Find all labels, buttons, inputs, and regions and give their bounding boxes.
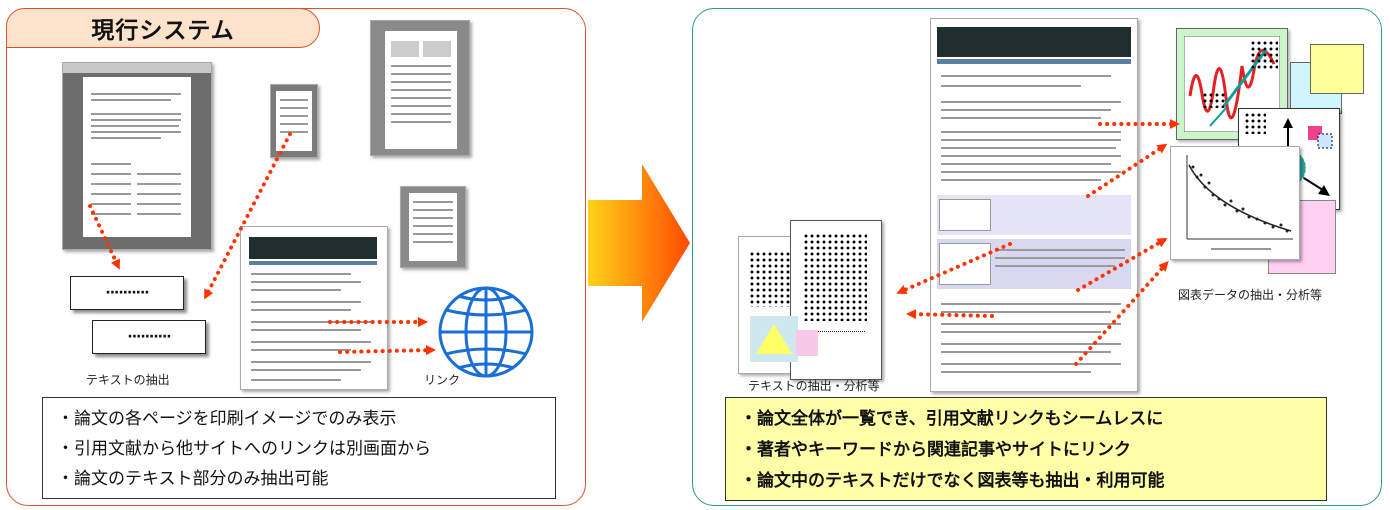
transition-arrow	[588, 164, 690, 322]
arrow-small-page-to-text	[204, 132, 292, 300]
page-thumbnail-small	[270, 84, 318, 158]
arrow-ref-to-scatter	[1074, 261, 1169, 366]
note-line: ・著者やキーワードから関連記事やサイトにリンク	[740, 440, 1131, 460]
text-extraction-caption: テキストの抽出	[86, 373, 170, 387]
current-system-notes: ・論文の各ページを印刷イメージでのみ表示 ・引用文献から他サイトへのリンクは別画…	[42, 397, 556, 499]
scatter-plot-thumbnail	[1170, 146, 1300, 260]
note-line: ・引用文献から他サイトへのリンクは別画面から	[57, 439, 431, 459]
web-page-thumbnail	[240, 226, 388, 390]
chart-analysis-caption: 図表データの抽出・分析等	[1178, 288, 1323, 302]
globe-icon	[438, 286, 534, 378]
page-thumbnail-right	[400, 186, 466, 268]
extracted-text-chip-1: ··········	[70, 276, 184, 310]
arrow-page-to-text	[88, 204, 120, 270]
dots-pattern	[1202, 92, 1226, 108]
yellow-square	[1310, 44, 1364, 94]
link-caption: リンク	[424, 373, 461, 387]
pink-square	[796, 330, 818, 356]
note-line: ・論文中のテキストだけでなく図表等も抽出・利用可能	[740, 471, 1165, 491]
dots-pattern	[1244, 112, 1266, 134]
arrow-figure-to-text	[896, 242, 1012, 295]
arrow-fig-to-scatter	[1076, 237, 1168, 292]
arrow-article-to-3d	[1086, 143, 1168, 198]
note-line: ・論文のテキスト部分のみ抽出可能	[57, 469, 329, 489]
arrow-body-to-text	[906, 309, 994, 320]
text-analysis-caption: テキストの抽出・分析等	[748, 379, 880, 393]
extracted-text-chip-2: ··········	[92, 320, 206, 354]
full-text-article-page	[930, 18, 1138, 392]
arrow-ref-to-globe-2	[338, 345, 436, 356]
note-line: ・論文全体が一覧でき、引用文献リンクもシームレスに	[740, 409, 1164, 429]
triangle-shape	[750, 316, 798, 362]
dots-pattern	[1250, 40, 1278, 70]
note-line: ・論文の各ページを印刷イメージでのみ表示	[57, 409, 397, 429]
current-system-title: 現行システム	[6, 8, 320, 48]
page-thumbnail-graphs	[370, 20, 470, 156]
pdf-viewer-thumbnail	[62, 62, 212, 250]
new-system-notes: ・論文全体が一覧でき、引用文献リンクもシームレスに ・著者やキーワードから関連記…	[725, 397, 1327, 501]
